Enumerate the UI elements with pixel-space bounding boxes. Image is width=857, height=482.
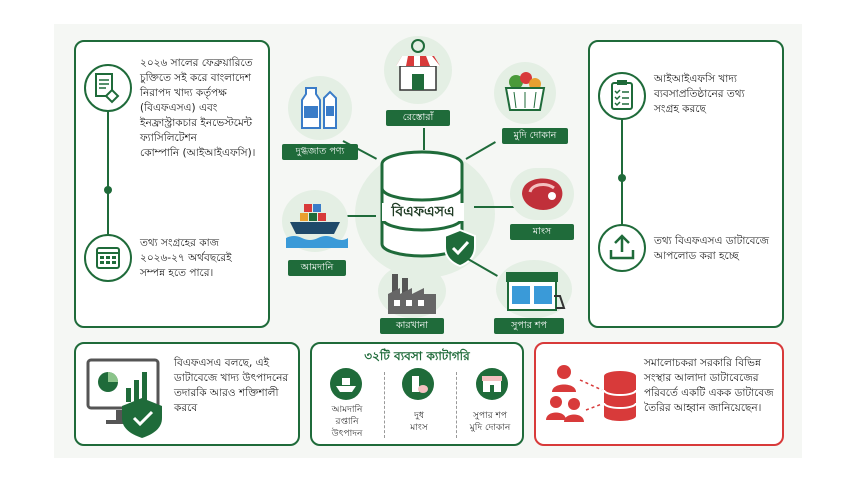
category-col-2: দুধ মাংস	[410, 411, 428, 433]
spoke-restaurant	[423, 128, 425, 150]
timeline-dot	[104, 186, 112, 194]
dairy-label: দুগ্ধজাত পণ্য	[282, 144, 358, 160]
ship-icon	[330, 368, 362, 400]
supershop-node	[496, 260, 572, 318]
users-database-icon	[546, 365, 637, 422]
dairy-node	[288, 76, 352, 140]
factory-label: কারখানা	[380, 318, 444, 334]
right-timeline-dot	[618, 174, 626, 182]
shield-check-icon	[444, 228, 476, 268]
database-label: বিএফএসএ	[382, 203, 464, 221]
category-col-3: সুপার শপ মুদি দোকান	[469, 411, 511, 433]
import-node	[282, 190, 348, 252]
bottom-middle-panel: ৩২টি ব্যবসা ক্যাটাগরি আমদানি রপ্তানি উৎপ…	[310, 342, 524, 446]
category-divider-1	[384, 372, 385, 438]
timeline-text: তথ্য সংগ্রহের কাজ ২০২৬-২৭ অর্থবছরেই সম্প…	[140, 237, 232, 279]
collect-text: আইআইএফসি খাদ্য ব্যবসাপ্রতিষ্ঠানের তথ্য স…	[654, 73, 745, 115]
bottom-left-text: বিএফএসএ বলছে, এই ডাটাবেজে খাদ্য উৎপাদনের…	[174, 357, 289, 414]
calendar-icon	[84, 234, 132, 282]
spoke-meat	[474, 206, 514, 208]
bottom-left-panel: বিএফএসএ বলছে, এই ডাটাবেজে খাদ্য উৎপাদনের…	[74, 342, 300, 446]
restaurant-label: রেস্তোরাঁ	[386, 110, 450, 126]
import-label: আমদানি	[288, 260, 346, 276]
agreement-text: ২০২৬ সালের ফেব্রুয়ারিতে চুক্তিতে সই করে…	[140, 57, 256, 159]
right-panel: আইআইএফসি খাদ্য ব্যবসাপ্রতিষ্ঠানের তথ্য স…	[588, 40, 784, 328]
store-icon	[476, 368, 508, 400]
supershop-label: সুপার শপ	[494, 318, 564, 334]
category-col-1: আমদানি রপ্তানি উৎপাদন	[331, 405, 363, 439]
restaurant-node	[384, 36, 452, 104]
left-panel: ২০২৬ সালের ফেব্রুয়ারিতে চুক্তিতে সই করে…	[74, 40, 270, 328]
upload-text: তথ্য বিএফএসএ ডাটাবেজে আপলোড করা হচ্ছে	[654, 235, 770, 262]
bottom-right-text: সমালোচকরা সরকারি বিভিন্ন সংস্থার আলাদা ড…	[644, 357, 774, 414]
meat-label: মাংস	[510, 224, 574, 240]
factory-node	[378, 264, 446, 318]
timeline-line	[107, 102, 109, 252]
categories-title: ৩২টি ব্যবসা ক্যাটাগরি	[364, 349, 470, 363]
milk-meat-icon	[402, 368, 434, 400]
bottom-right-panel: সমালোচকরা সরকারি বিভিন্ন সংস্থার আলাদা ড…	[534, 342, 784, 446]
grocery-node	[494, 62, 556, 124]
monitor-chart-icon	[86, 358, 162, 438]
category-divider-2	[456, 372, 457, 438]
meat-node	[510, 168, 574, 220]
upload-icon	[598, 224, 646, 272]
checklist-icon	[598, 72, 646, 120]
grocery-label: মুদি দোকান	[502, 128, 568, 144]
spoke-import	[344, 215, 376, 217]
handshake-document-icon	[84, 64, 132, 112]
